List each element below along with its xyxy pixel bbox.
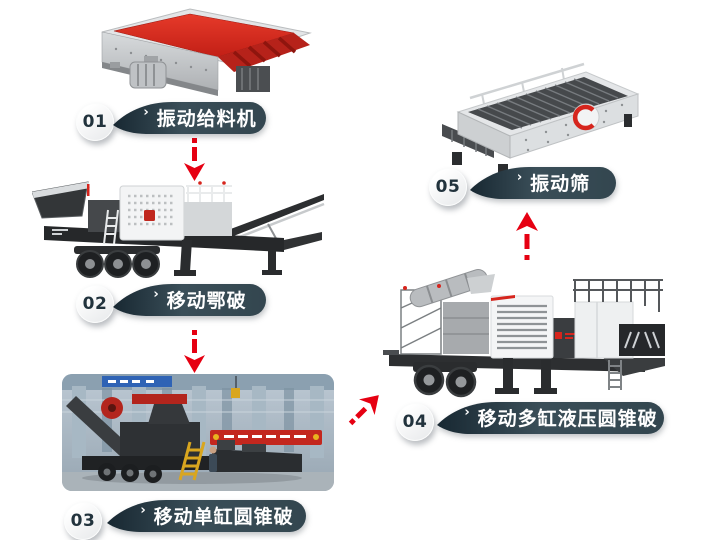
- step-label-text: 移动单缸圆锥破: [153, 505, 294, 528]
- worker: [209, 446, 217, 472]
- step-number: 03: [70, 511, 96, 531]
- wheels: [98, 463, 162, 483]
- step-number-badge: 04: [396, 403, 434, 441]
- chevron-icon: ›: [516, 169, 524, 185]
- access-ladder: [103, 209, 119, 245]
- vent-panel: [619, 324, 665, 356]
- label-banner: [470, 167, 616, 199]
- access-ladder: [608, 360, 622, 390]
- platform-railing: [573, 279, 663, 312]
- chevron-icon: ›: [464, 404, 471, 420]
- step-number-badge: 02: [76, 285, 114, 323]
- vibrating-screen-image: [442, 62, 640, 175]
- step-number: 04: [402, 412, 428, 432]
- dashed-arrow-down-icon: [184, 330, 205, 373]
- label-banner: [113, 102, 266, 134]
- step-label-text: 振动给料机: [156, 107, 257, 130]
- step-label-02[interactable]: 02 › 移动鄂破: [76, 280, 276, 323]
- step-number: 05: [435, 177, 461, 197]
- mobile-jaw-crusher-image: [32, 181, 325, 278]
- dashed-arrow-down-icon: [184, 138, 205, 181]
- step-label-04[interactable]: 04 › 移动多缸液压圆锥破: [396, 398, 672, 441]
- step-number: 02: [82, 294, 108, 314]
- brand-logo: [144, 210, 155, 221]
- step-number-badge: 01: [76, 103, 114, 141]
- vibrating-feeder-image: [101, 8, 312, 96]
- label-banner: [437, 402, 664, 434]
- discharge-conveyor: [228, 194, 324, 237]
- chevron-icon: ›: [153, 286, 160, 302]
- dashed-arrow-up-icon: [516, 212, 538, 260]
- yellow-ladder: [178, 441, 206, 481]
- step-number-badge: 03: [64, 502, 102, 540]
- feeder-motor: [129, 61, 167, 89]
- wheels: [413, 364, 477, 398]
- wheels: [76, 250, 160, 278]
- mobile-single-cylinder-cone-crusher-photo: [62, 374, 334, 491]
- mobile-multi-cylinder-hydraulic-cone-crusher-image: [383, 269, 665, 398]
- top-rail: [469, 62, 585, 100]
- chevron-icon: ›: [140, 502, 147, 518]
- step-label-03[interactable]: 03 › 移动单缸圆锥破: [64, 496, 314, 540]
- label-banner: [113, 284, 266, 316]
- step-label-text: 移动鄂破: [166, 289, 247, 312]
- label-banner: [107, 500, 306, 532]
- step-label-01[interactable]: 01 › 振动给料机: [76, 98, 276, 141]
- step-label-text: 移动多缸液压圆锥破: [477, 407, 658, 430]
- chevron-icon: ›: [143, 104, 150, 120]
- dashed-arrow-up-right-icon: [348, 395, 379, 426]
- step-number-badge: 05: [429, 168, 467, 206]
- step-number: 01: [82, 112, 108, 132]
- step-label-text: 振动筛: [530, 172, 591, 195]
- feed-conveyor: [66, 396, 130, 456]
- step-label-05[interactable]: 05 › 振动筛: [429, 163, 624, 206]
- exciter-red-c: [572, 104, 595, 131]
